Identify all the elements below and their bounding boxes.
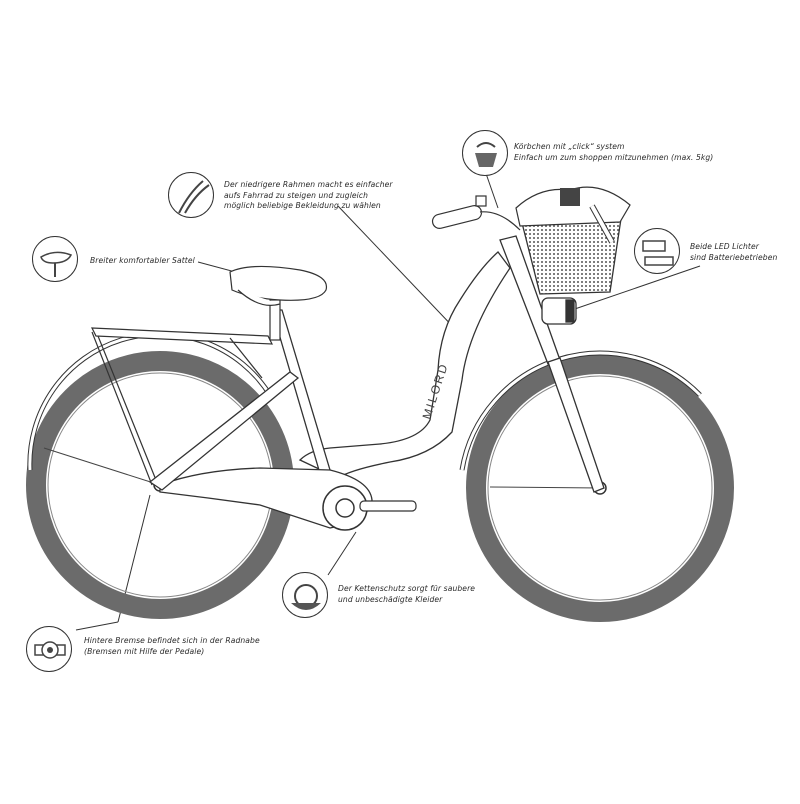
saddle-icon — [32, 236, 78, 282]
brake-caption: Hintere Bremse befindet sich in der Radn… — [84, 636, 260, 656]
brake-leader-1 — [75, 621, 119, 631]
led-light-icon — [634, 228, 680, 274]
rear-rack — [91, 327, 273, 486]
lights-leader — [565, 265, 701, 313]
hub-brake-icon — [26, 626, 72, 672]
handlebar — [431, 195, 521, 231]
crankset — [322, 485, 417, 531]
front-basket — [515, 186, 631, 295]
frame-icon — [168, 172, 214, 218]
chainguard-caption: Der Kettenschutz sorgt für saubere und u… — [338, 584, 476, 604]
saddle — [229, 265, 328, 341]
chain-guard-icon — [282, 572, 328, 618]
basket-icon — [462, 130, 508, 176]
basket-caption: Körbchen mit „click“ system Einfach um z… — [514, 142, 714, 162]
frame-caption: Der niedrigere Rahmen macht es einfacher… — [224, 180, 393, 210]
frame-leader — [337, 205, 459, 333]
saddle-caption: Breiter komfortabler Sattel — [90, 256, 195, 265]
lights-caption: Beide LED Lichter sind Batteriebetrieben — [690, 242, 778, 262]
headlight — [541, 297, 577, 325]
bike-frame — [148, 235, 605, 529]
chainguard-leader — [327, 531, 357, 576]
